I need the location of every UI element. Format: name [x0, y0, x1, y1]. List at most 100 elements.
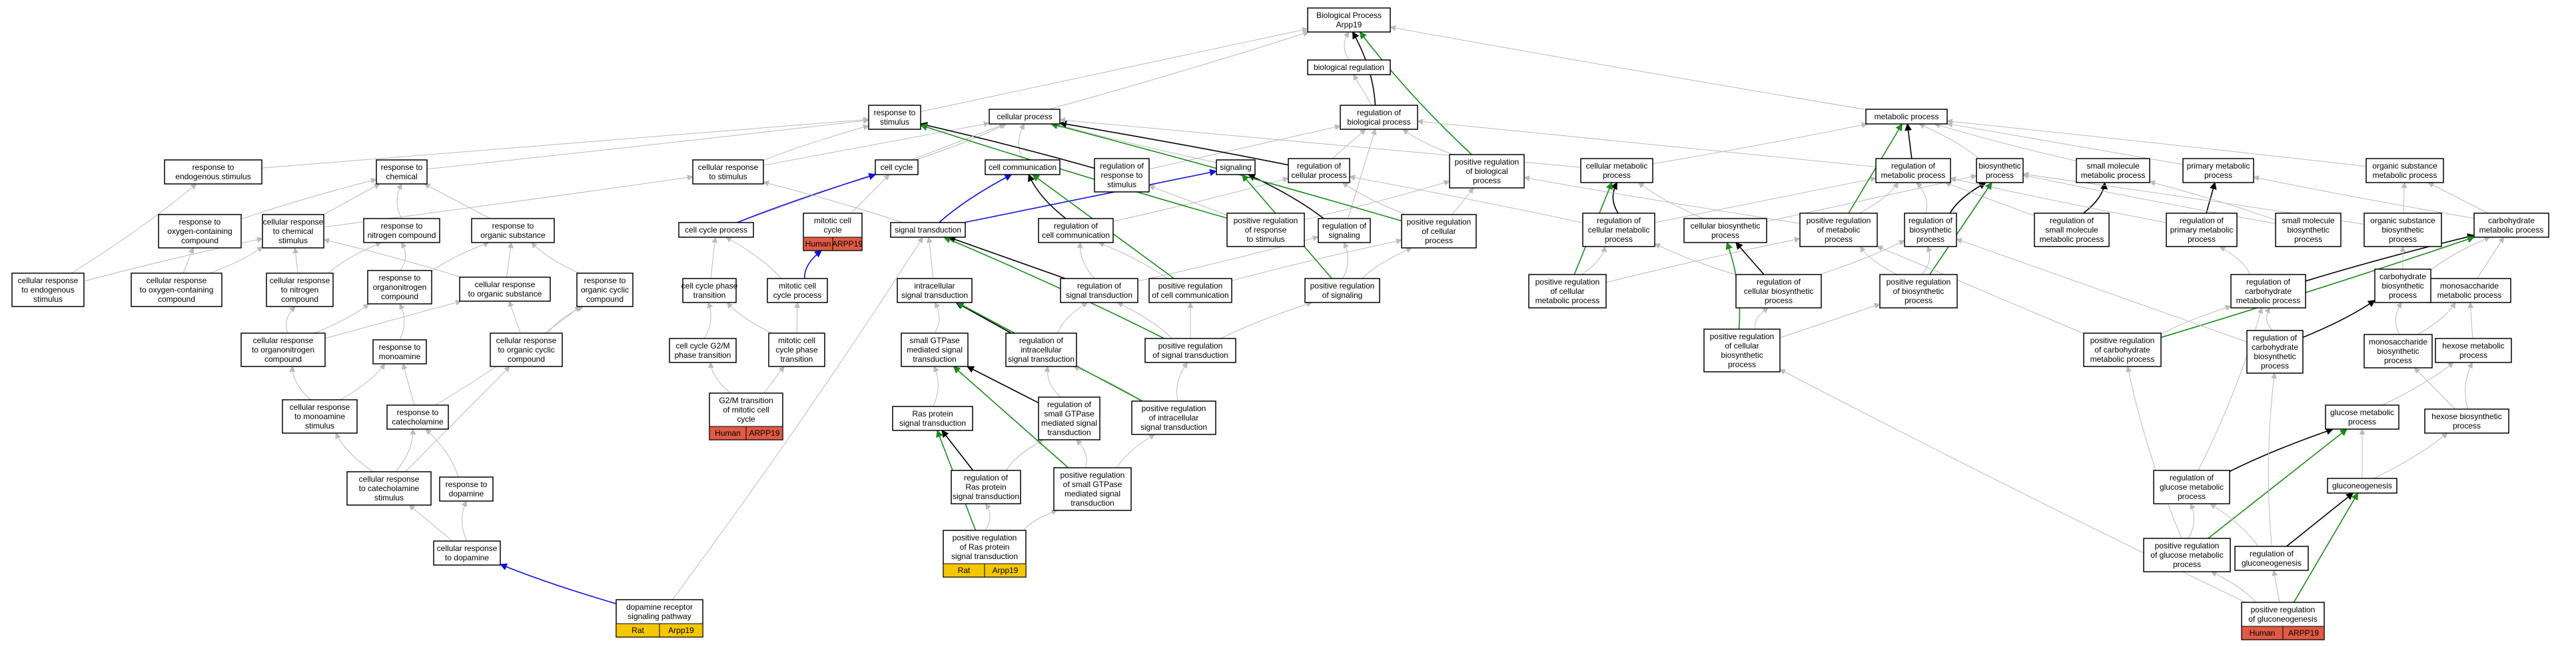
node-box [2473, 213, 2549, 238]
go-term-node-cp[interactable]: cellular process [989, 109, 1061, 125]
edge-is-a [424, 183, 491, 219]
go-term-node-gng[interactable]: gluconeogenesis [2327, 478, 2397, 494]
node-box [1904, 213, 1957, 247]
go-term-node-ccom[interactable]: cell communication [985, 159, 1061, 175]
go-term-node-mp[interactable]: metabolic process [1865, 109, 1948, 125]
go-term-node-rchbp[interactable]: regulation ofcarbohydratebiosyntheticpro… [2246, 330, 2304, 374]
node-label-line: cellular response [263, 217, 324, 227]
go-term-node-cc[interactable]: cell cycle [875, 159, 919, 175]
go-term-node-sig[interactable]: signaling [1216, 159, 1256, 175]
node-label-line: cellular response [437, 544, 498, 553]
go-term-node-breg[interactable]: biological regulation [1307, 59, 1391, 75]
go-term-node-st[interactable]: signal transduction [890, 222, 966, 238]
node-box [1865, 109, 1948, 125]
go-term-node-ccp[interactable]: cell cycle process [678, 222, 754, 238]
edge-regulates [1059, 120, 1289, 166]
node-label-line: cell cycle G2/M [675, 341, 729, 350]
